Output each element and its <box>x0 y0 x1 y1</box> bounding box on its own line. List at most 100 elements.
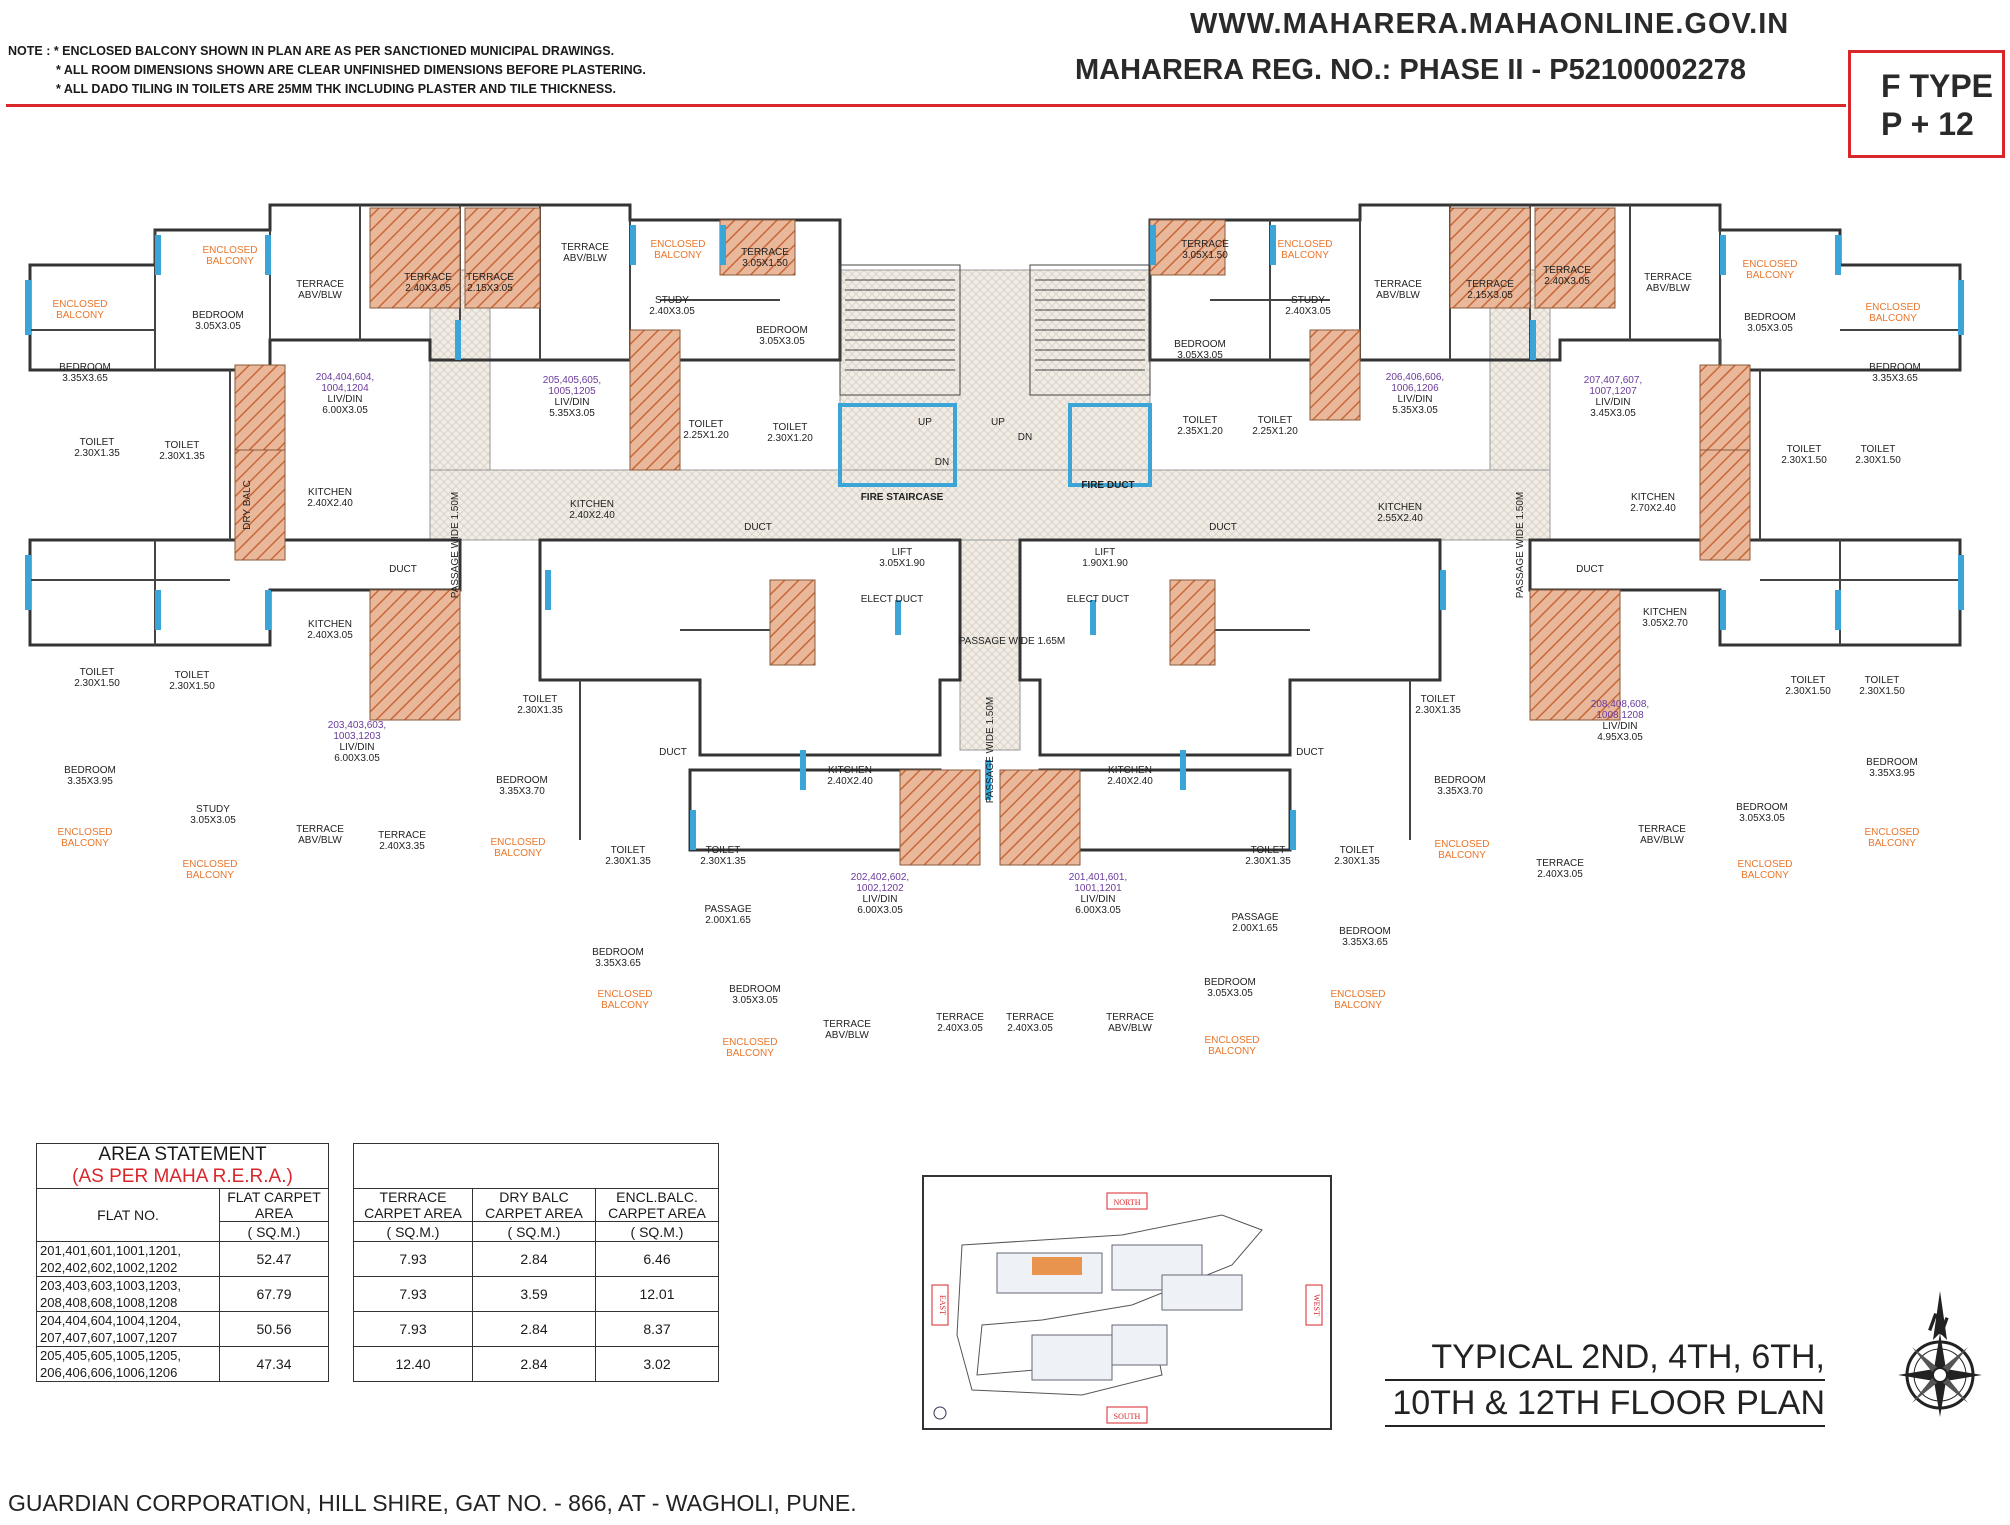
svg-text:BEDROOM: BEDROOM <box>496 775 548 786</box>
svg-text:TOILET: TOILET <box>706 845 741 856</box>
svg-text:PASSAGE: PASSAGE <box>1231 912 1278 923</box>
svg-text:2.70X2.40: 2.70X2.40 <box>1630 503 1676 514</box>
svg-text:TOILET: TOILET <box>523 694 558 705</box>
svg-text:TOILET: TOILET <box>80 667 115 678</box>
svg-text:5.35X3.05: 5.35X3.05 <box>1392 405 1438 416</box>
svg-text:2.30X1.50: 2.30X1.50 <box>169 681 215 692</box>
svg-text:ENCLOSED: ENCLOSED <box>1737 859 1792 870</box>
svg-text:TERRACE: TERRACE <box>561 242 609 253</box>
svg-text:2.30X1.35: 2.30X1.35 <box>605 856 651 867</box>
svg-text:TERRACE: TERRACE <box>404 272 452 283</box>
svg-text:3.35X3.95: 3.35X3.95 <box>1869 768 1915 779</box>
svg-text:1.90X1.90: 1.90X1.90 <box>1082 558 1128 569</box>
svg-text:TOILET: TOILET <box>611 845 646 856</box>
floor-plan-title: TYPICAL 2ND, 4TH, 6TH, 10TH & 12TH FLOOR… <box>1385 1335 1825 1427</box>
svg-text:ENCLOSED: ENCLOSED <box>57 827 112 838</box>
svg-text:LIV/DIN: LIV/DIN <box>1602 721 1637 732</box>
svg-text:KITCHEN: KITCHEN <box>1378 502 1422 513</box>
svg-text:6.00X3.05: 6.00X3.05 <box>1075 905 1121 916</box>
svg-text:3.05X1.50: 3.05X1.50 <box>742 258 788 269</box>
svg-text:BALCONY: BALCONY <box>1746 270 1794 281</box>
svg-text:4.95X3.05: 4.95X3.05 <box>1597 732 1643 743</box>
key-plan-east: EAST <box>938 1295 947 1315</box>
svg-text:ENCLOSED: ENCLOSED <box>1277 239 1332 250</box>
svg-text:TERRACE: TERRACE <box>823 1019 871 1030</box>
svg-text:LIV/DIN: LIV/DIN <box>1397 394 1432 405</box>
svg-text:ABV/BLW: ABV/BLW <box>1640 835 1684 846</box>
svg-text:TOILET: TOILET <box>1258 415 1293 426</box>
svg-text:BALCONY: BALCONY <box>1281 250 1329 261</box>
svg-text:3.45X3.05: 3.45X3.05 <box>1590 408 1636 419</box>
svg-text:DN: DN <box>935 457 949 468</box>
svg-text:ENCLOSED: ENCLOSED <box>597 989 652 1000</box>
svg-text:KITCHEN: KITCHEN <box>1643 607 1687 618</box>
svg-text:2.25X1.20: 2.25X1.20 <box>683 430 729 441</box>
svg-text:2.30X1.35: 2.30X1.35 <box>1245 856 1291 867</box>
svg-text:BEDROOM: BEDROOM <box>729 984 781 995</box>
svg-text:FIRE STAIRCASE: FIRE STAIRCASE <box>861 492 944 503</box>
svg-text:5.35X3.05: 5.35X3.05 <box>549 408 595 419</box>
svg-text:BEDROOM: BEDROOM <box>1869 362 1921 373</box>
svg-text:LIV/DIN: LIV/DIN <box>1595 397 1630 408</box>
svg-text:STUDY: STUDY <box>655 295 689 306</box>
svg-text:TERRACE: TERRACE <box>296 279 344 290</box>
svg-text:2.30X1.50: 2.30X1.50 <box>1785 686 1831 697</box>
svg-text:BEDROOM: BEDROOM <box>1339 926 1391 937</box>
svg-text:BEDROOM: BEDROOM <box>1174 339 1226 350</box>
svg-text:2.15X3.05: 2.15X3.05 <box>1467 290 1513 301</box>
svg-text:3.05X3.05: 3.05X3.05 <box>732 995 778 1006</box>
svg-text:ENCLOSED: ENCLOSED <box>1864 827 1919 838</box>
svg-text:STUDY: STUDY <box>1291 295 1325 306</box>
svg-text:BEDROOM: BEDROOM <box>1744 312 1796 323</box>
svg-text:PASSAGE WIDE 1.65M: PASSAGE WIDE 1.65M <box>959 636 1066 647</box>
svg-text:BALCONY: BALCONY <box>726 1048 774 1059</box>
svg-text:FIRE DUCT: FIRE DUCT <box>1081 480 1134 491</box>
svg-text:BALCONY: BALCONY <box>56 310 104 321</box>
header-divider <box>6 104 1846 107</box>
svg-text:3.05X1.90: 3.05X1.90 <box>879 558 925 569</box>
svg-text:ENCLOSED: ENCLOSED <box>490 837 545 848</box>
svg-text:2.40X3.05: 2.40X3.05 <box>937 1023 983 1034</box>
svg-text:BALCONY: BALCONY <box>1208 1046 1256 1057</box>
svg-text:PASSAGE WIDE 1.50M: PASSAGE WIDE 1.50M <box>985 697 996 804</box>
svg-text:3.35X3.70: 3.35X3.70 <box>499 786 545 797</box>
svg-text:1001,1201: 1001,1201 <box>1074 883 1122 894</box>
svg-text:TERRACE: TERRACE <box>1644 272 1692 283</box>
svg-text:ABV/BLW: ABV/BLW <box>825 1030 869 1041</box>
svg-text:2.40X3.05: 2.40X3.05 <box>405 283 451 294</box>
corridor <box>429 269 1551 751</box>
svg-text:TERRACE: TERRACE <box>1374 279 1422 290</box>
key-plan-north: NORTH <box>1113 1198 1140 1207</box>
svg-text:2.30X1.50: 2.30X1.50 <box>74 678 120 689</box>
svg-text:PASSAGE: PASSAGE <box>704 904 751 915</box>
svg-text:203,403,603,: 203,403,603, <box>328 720 386 731</box>
svg-text:DUCT: DUCT <box>744 522 772 533</box>
svg-text:TOILET: TOILET <box>1861 444 1896 455</box>
svg-text:LIV/DIN: LIV/DIN <box>862 894 897 905</box>
svg-text:2.40X3.05: 2.40X3.05 <box>307 630 353 641</box>
key-plan: NORTH SOUTH EAST WEST <box>922 1175 1332 1430</box>
svg-text:2.40X3.05: 2.40X3.05 <box>1544 276 1590 287</box>
svg-text:STUDY: STUDY <box>196 804 230 815</box>
svg-text:ENCLOSED: ENCLOSED <box>202 245 257 256</box>
compass-icon: N <box>1898 1291 1982 1417</box>
svg-text:BALCONY: BALCONY <box>494 848 542 859</box>
svg-text:3.05X3.05: 3.05X3.05 <box>195 321 241 332</box>
svg-text:DUCT: DUCT <box>659 747 687 758</box>
svg-text:3.35X3.70: 3.35X3.70 <box>1437 786 1483 797</box>
svg-text:3.35X3.95: 3.35X3.95 <box>67 776 113 787</box>
svg-text:2.30X1.35: 2.30X1.35 <box>1415 705 1461 716</box>
svg-text:2.25X1.20: 2.25X1.20 <box>1252 426 1298 437</box>
svg-text:DUCT: DUCT <box>1296 747 1324 758</box>
svg-text:KITCHEN: KITCHEN <box>828 765 872 776</box>
svg-text:TOILET: TOILET <box>175 670 210 681</box>
svg-text:TOILET: TOILET <box>1183 415 1218 426</box>
svg-text:BEDROOM: BEDROOM <box>1736 802 1788 813</box>
table-row: 203,403,603,1003,1203,208,408,608,1008,1… <box>36 1276 719 1312</box>
svg-text:3.35X3.65: 3.35X3.65 <box>595 958 641 969</box>
svg-text:BEDROOM: BEDROOM <box>192 310 244 321</box>
svg-text:BEDROOM: BEDROOM <box>1866 757 1918 768</box>
svg-text:2.15X3.05: 2.15X3.05 <box>467 283 513 294</box>
svg-text:2.30X1.20: 2.30X1.20 <box>767 433 813 444</box>
